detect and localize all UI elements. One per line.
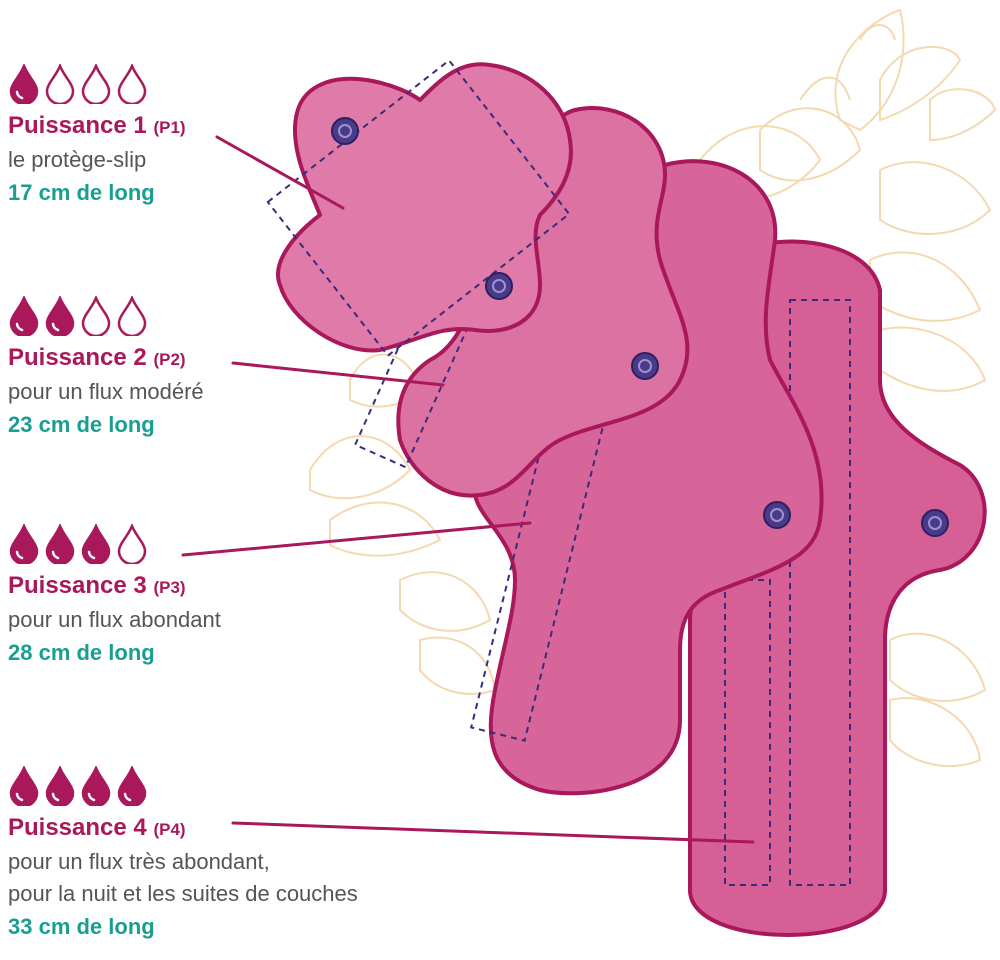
level-title: Puissance 3 (P3) [8, 570, 221, 604]
water-drop-icon [9, 524, 39, 564]
water-drop-icon [117, 766, 147, 806]
snap-button-icon [485, 272, 513, 300]
level-description: pour un flux très abondant, [8, 849, 270, 874]
level-code: (P2) [148, 350, 186, 369]
water-drop-icon [9, 64, 39, 104]
drop-rating [8, 58, 186, 104]
connector-line-p4 [231, 821, 755, 844]
water-drop-icon [81, 296, 111, 336]
level-title: Puissance 4 (P4) [8, 812, 358, 846]
water-drop-icon [45, 766, 75, 806]
level-name: Puissance 2 [8, 344, 147, 371]
connector-line-p3 [181, 521, 532, 557]
snap-button-icon [763, 501, 791, 529]
water-drop-icon [81, 64, 111, 104]
level-p2: Puissance 2 (P2) pour un flux modéré 23 cm… [8, 290, 204, 442]
water-drop-icon [45, 64, 75, 104]
water-drop-icon [9, 296, 39, 336]
drop-rating [8, 760, 358, 806]
drop-rating [8, 290, 204, 336]
level-title: Puissance 1 (P1) [8, 110, 186, 144]
water-drop-icon [45, 296, 75, 336]
water-drop-icon [81, 524, 111, 564]
stitching [789, 299, 851, 886]
level-code: (P4) [148, 820, 186, 839]
snap-button-icon [331, 117, 359, 145]
water-drop-icon [9, 766, 39, 806]
level-length: 23 cm de long [8, 412, 155, 437]
water-drop-icon [81, 766, 111, 806]
drop-rating [8, 518, 221, 564]
connector-line-p2 [231, 361, 445, 387]
level-description: le protège-slip [8, 147, 147, 172]
level-length: 33 cm de long [8, 914, 155, 939]
level-p3: Puissance 3 (P3) pour un flux abondant 28 … [8, 518, 221, 670]
level-code: (P1) [148, 118, 186, 137]
level-name: Puissance 3 [8, 572, 147, 599]
level-description: pour un flux abondant [8, 607, 221, 632]
level-description: pour la nuit et les suites de couches [8, 881, 358, 906]
water-drop-icon [117, 296, 147, 336]
level-length: 17 cm de long [8, 180, 155, 205]
connector-line-p1 [215, 135, 345, 210]
level-length: 28 cm de long [8, 640, 155, 665]
level-code: (P3) [148, 578, 186, 597]
water-drop-icon [117, 64, 147, 104]
water-drop-icon [45, 524, 75, 564]
pad-outline [276, 62, 573, 353]
snap-button-icon [921, 509, 949, 537]
level-p4: Puissance 4 (P4) pour un flux très abonda… [8, 760, 358, 944]
level-description: pour un flux modéré [8, 379, 204, 404]
snap-button-icon [631, 352, 659, 380]
level-name: Puissance 1 [8, 112, 147, 139]
pad-p1 [266, 58, 573, 358]
level-title: Puissance 2 (P2) [8, 342, 204, 376]
water-drop-icon [117, 524, 147, 564]
level-name: Puissance 4 [8, 814, 147, 841]
